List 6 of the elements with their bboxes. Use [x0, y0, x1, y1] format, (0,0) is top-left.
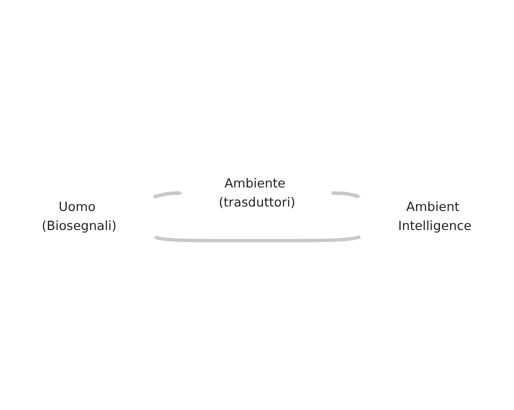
arrow: [154, 235, 361, 242]
node-text: Ambient Intelligence: [398, 200, 472, 234]
node-text: Ambiente (trasduttori): [218, 176, 296, 210]
arrow: [332, 191, 360, 198]
node-text: Uomo (Biosegnali): [42, 200, 117, 234]
arrow: [153, 190, 183, 199]
